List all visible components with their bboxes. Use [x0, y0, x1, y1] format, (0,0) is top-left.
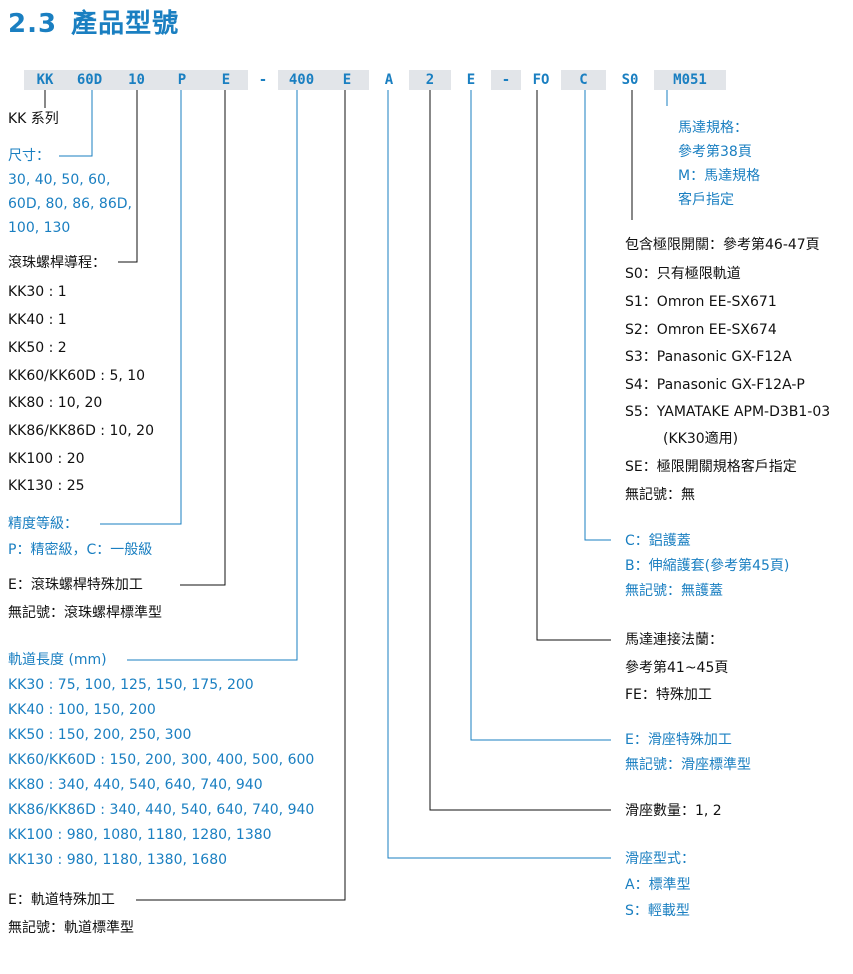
connector-screw-special: [180, 90, 226, 586]
code-size: 60D: [66, 70, 113, 90]
cover-b: B：伸縮護套(參考第45頁): [625, 558, 790, 574]
code-slider-qty: 2: [409, 70, 451, 90]
lead-item: KK60/KK60D : 5, 10: [8, 368, 146, 384]
code-precision: P: [160, 70, 204, 90]
rail-length-item: KK80 : 340, 440, 540, 640, 740, 940: [8, 777, 263, 793]
limit-switch-note: (KK30適用): [663, 431, 739, 447]
rail-length-item: KK130 : 980, 1180, 1380, 1680: [8, 852, 228, 868]
connector-slider-type: [387, 90, 611, 859]
code-slider-type: A: [369, 70, 409, 90]
motor-ref: 參考第38頁: [678, 144, 752, 160]
screw-special-title: E：滾珠螺桿特殊加工: [8, 577, 143, 593]
flange-title: 馬達連接法蘭：: [625, 632, 723, 648]
limit-switch-item: S0：只有極限軌道: [625, 266, 741, 282]
code-limit-switch: S0: [606, 70, 654, 90]
code-lead: 10: [113, 70, 160, 90]
lead-item: KK130 : 25: [8, 478, 85, 494]
slider-qty: 滑座數量：1, 2: [625, 803, 722, 819]
flange-ref: 參考第41~45頁: [625, 660, 729, 676]
rail-length-item: KK100 : 980, 1080, 1180, 1280, 1380: [8, 827, 272, 843]
slider-type-s: S：輕載型: [625, 903, 690, 919]
limit-switch-item: SE：極限開關規格客戶指定: [625, 459, 797, 475]
cover-c: C：鋁護蓋: [625, 533, 691, 549]
rail-length-item: KK40 : 100, 150, 200: [8, 702, 156, 718]
slider-type-title: 滑座型式：: [625, 851, 695, 867]
code-screw-special: E: [204, 70, 248, 90]
precision-title: 精度等級：: [8, 516, 78, 532]
limit-switch-item: S5：YAMATAKE APM-D3B1-03: [625, 404, 831, 420]
model-code-bar: KK 60D 10 P E - 400 E A 2 E - FO C S0 M0…: [24, 70, 726, 90]
connector-size: [59, 90, 93, 157]
size-line-3: 100, 130: [8, 220, 71, 236]
lead-item: KK50 : 2: [8, 340, 67, 356]
size-line-1: 30, 40, 50, 60,: [8, 172, 111, 188]
lead-item: KK80 : 10, 20: [8, 395, 103, 411]
limit-switch-item: S3：Panasonic GX-F12A: [625, 349, 792, 365]
connector-lead: [118, 90, 138, 263]
slider-type-a: A：標準型: [625, 877, 691, 893]
rail-length-item: KK60/KK60D : 150, 200, 300, 400, 500, 60…: [8, 752, 315, 768]
rail-special-title: E：軌道特殊加工: [8, 892, 115, 908]
slider-special-desc: 無記號：滑座標準型: [625, 757, 751, 773]
code-slider-special: E: [451, 70, 491, 90]
code-dash-2: -: [491, 70, 521, 90]
code-dash-1: -: [248, 70, 278, 90]
code-kk: KK: [24, 70, 66, 90]
section-heading: 2.3 產品型號: [8, 3, 179, 40]
limit-switch-title: 包含極限開關：參考第46-47頁: [625, 237, 820, 253]
lead-item: KK100 : 20: [8, 451, 85, 467]
connector-cover: [584, 90, 611, 541]
series-label: KK 系列: [8, 111, 59, 127]
screw-special-desc: 無記號：滾珠螺桿標準型: [8, 605, 162, 621]
lead-title: 滾珠螺桿導程：: [8, 255, 106, 271]
slider-special-title: E：滑座特殊加工: [625, 732, 732, 748]
rail-length-item: KK30 : 75, 100, 125, 150, 175, 200: [8, 677, 254, 693]
cover-none: 無記號：無護蓋: [625, 583, 723, 599]
limit-switch-item: 無記號：無: [625, 487, 695, 503]
code-rail-length: 400: [278, 70, 325, 90]
rail-length-title: 軌道長度 (mm): [8, 652, 107, 668]
code-cover: C: [561, 70, 606, 90]
precision-desc: P：精密級，C：一般級: [8, 542, 153, 558]
section-number: 2.3: [8, 9, 58, 39]
size-line-2: 60D, 80, 86, 86D,: [8, 196, 132, 212]
motor-spec: M：馬達規格: [678, 168, 761, 184]
rail-length-item: KK50 : 150, 200, 250, 300: [8, 727, 192, 743]
connector-flange: [536, 90, 611, 641]
connector-precision: [100, 90, 182, 525]
rail-length-item: KK86/KK86D : 340, 440, 540, 640, 740, 94…: [8, 802, 315, 818]
rail-special-desc: 無記號：軌道標準型: [8, 920, 134, 936]
limit-switch-item: S1：Omron EE-SX671: [625, 294, 777, 310]
motor-customer: 客戶指定: [678, 192, 734, 208]
limit-switch-item: S4：Panasonic GX-F12A-P: [625, 377, 805, 393]
code-flange: FO: [521, 70, 561, 90]
code-rail-special: E: [325, 70, 369, 90]
lead-item: KK30 : 1: [8, 284, 67, 300]
flange-fe: FE：特殊加工: [625, 687, 712, 703]
section-title: 產品型號: [71, 9, 180, 39]
connector-rail-length: [127, 90, 298, 661]
connector-slider-special: [470, 90, 611, 741]
code-motor: M051: [654, 70, 726, 90]
lead-item: KK40 : 1: [8, 312, 67, 328]
limit-switch-item: S2：Omron EE-SX674: [625, 322, 777, 338]
connector-slider-qty: [429, 90, 611, 811]
lead-item: KK86/KK86D : 10, 20: [8, 423, 154, 439]
size-title: 尺寸：: [8, 148, 50, 164]
motor-title: 馬達規格：: [678, 120, 748, 136]
